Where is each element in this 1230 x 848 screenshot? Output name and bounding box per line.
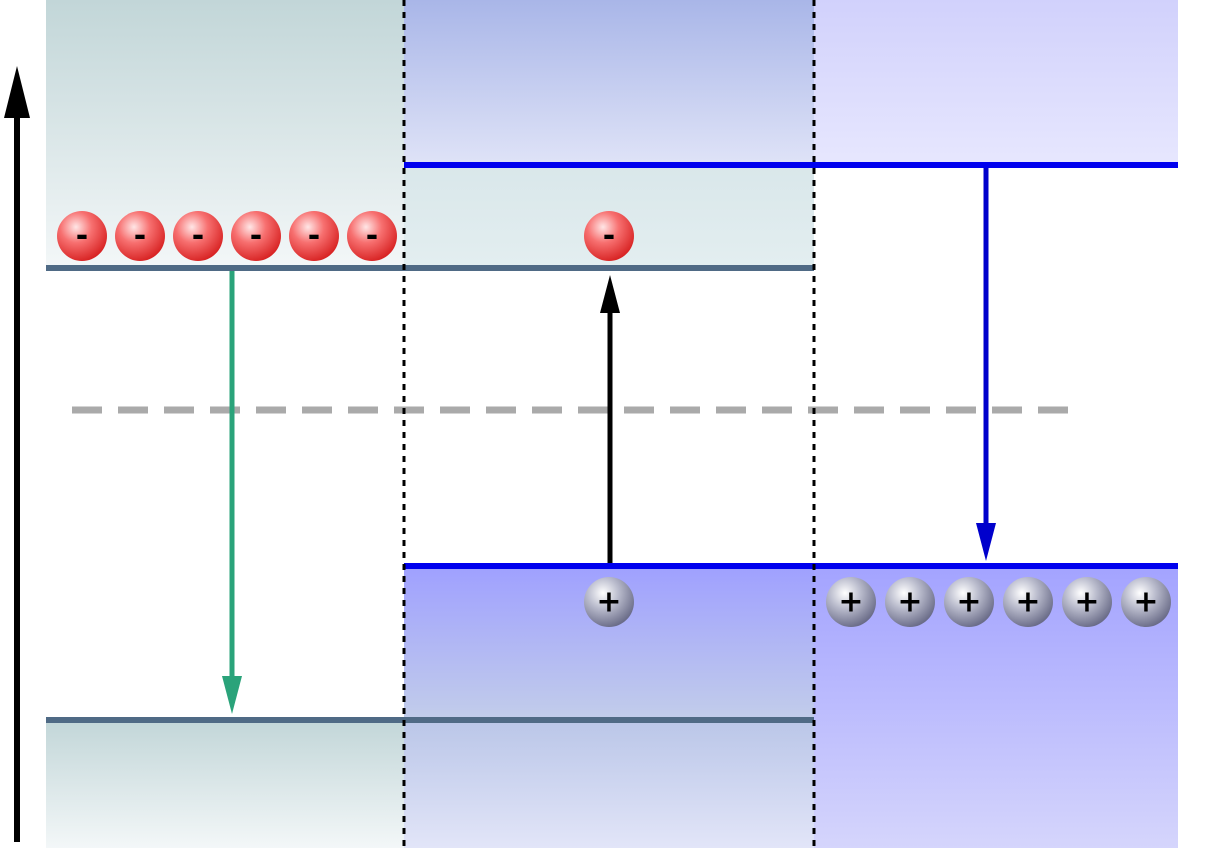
right-upper-region (814, 0, 1178, 165)
electron-symbol: - (76, 219, 88, 254)
right-valence-region (814, 566, 1178, 848)
electron: - (584, 211, 634, 261)
black-up-arrow-icon (600, 275, 620, 563)
electron: - (173, 211, 223, 261)
hole: + (885, 577, 935, 627)
left-conduction-region (46, 0, 404, 268)
hole: + (1121, 577, 1171, 627)
energy-axis-arrow-icon (4, 66, 30, 842)
electron: - (115, 211, 165, 261)
hole-symbol: + (1133, 585, 1158, 620)
hole: + (1062, 577, 1112, 627)
middle-upper-region (404, 0, 814, 165)
hole-symbol: + (596, 585, 621, 620)
left-valence-region (46, 720, 404, 848)
electron-symbol: - (192, 219, 204, 254)
hole-symbol: + (956, 585, 981, 620)
hole-symbol: + (897, 585, 922, 620)
electron: - (289, 211, 339, 261)
electron: - (347, 211, 397, 261)
electron-symbol: - (308, 219, 320, 254)
electron: - (231, 211, 281, 261)
hole: + (1003, 577, 1053, 627)
green-down-arrow-icon (222, 271, 242, 714)
electron: - (57, 211, 107, 261)
middle-lower-region (404, 720, 814, 848)
blue-down-arrow-icon (976, 168, 996, 561)
electrons-group: ------- (57, 211, 634, 261)
hole-symbol: + (1015, 585, 1040, 620)
hole-symbol: + (1074, 585, 1099, 620)
electron-symbol: - (134, 219, 146, 254)
hole: + (944, 577, 994, 627)
electron-symbol: - (250, 219, 262, 254)
holes-group: + + + + + + + (584, 577, 1171, 627)
hole-symbol: + (838, 585, 863, 620)
electron-symbol: - (366, 219, 378, 254)
hole: + (826, 577, 876, 627)
hole: + (584, 577, 634, 627)
electron-symbol: - (603, 219, 615, 254)
